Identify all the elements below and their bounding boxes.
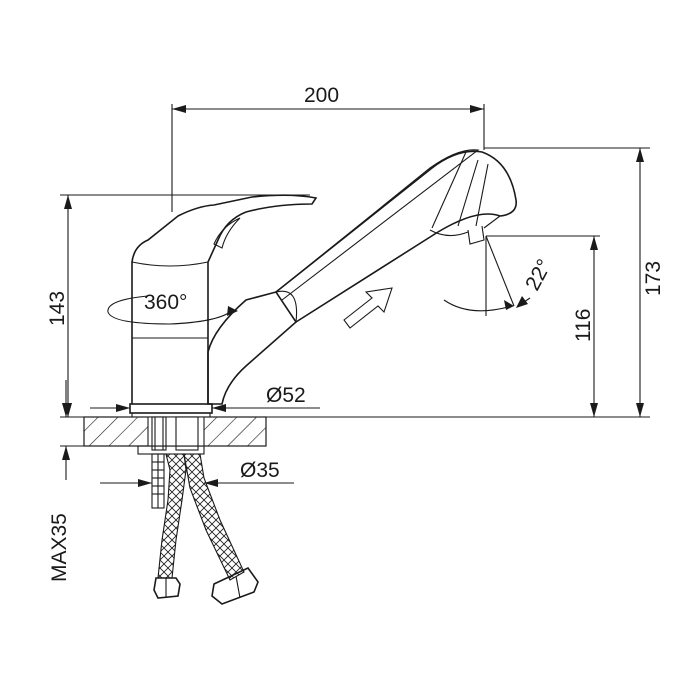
dimension-base-diameter: Ø52 — [90, 384, 320, 412]
dimension-shank-diameter: Ø35 — [100, 459, 294, 487]
height-143-label: 143 — [46, 291, 69, 326]
countertop — [60, 416, 650, 447]
width-label: 200 — [304, 84, 339, 107]
dimension-height-173: 173 — [484, 147, 665, 417]
height-173-label: 173 — [642, 261, 665, 296]
dimension-height-143: 143 — [46, 194, 310, 417]
base-diameter-label: Ø52 — [266, 384, 306, 407]
mounting-shank — [137, 416, 205, 509]
braided-hoses — [153, 453, 259, 605]
dimension-spray-angle: 22° — [443, 235, 556, 316]
pull-out-arrow-icon — [343, 287, 393, 329]
spray-angle-label: 22° — [521, 256, 556, 295]
height-116-label: 116 — [572, 309, 595, 342]
rotation-indicator: 360° — [107, 291, 238, 325]
shank-diameter-label: Ø35 — [240, 459, 280, 482]
dimension-max-thickness: MAX35 — [48, 380, 84, 582]
max-thickness-label: MAX35 — [48, 513, 71, 582]
rotation-label: 360° — [144, 291, 187, 314]
faucet-body — [129, 149, 517, 417]
dimension-height-116: 116 — [486, 235, 600, 417]
dimension-width-200: 200 — [171, 84, 485, 212]
